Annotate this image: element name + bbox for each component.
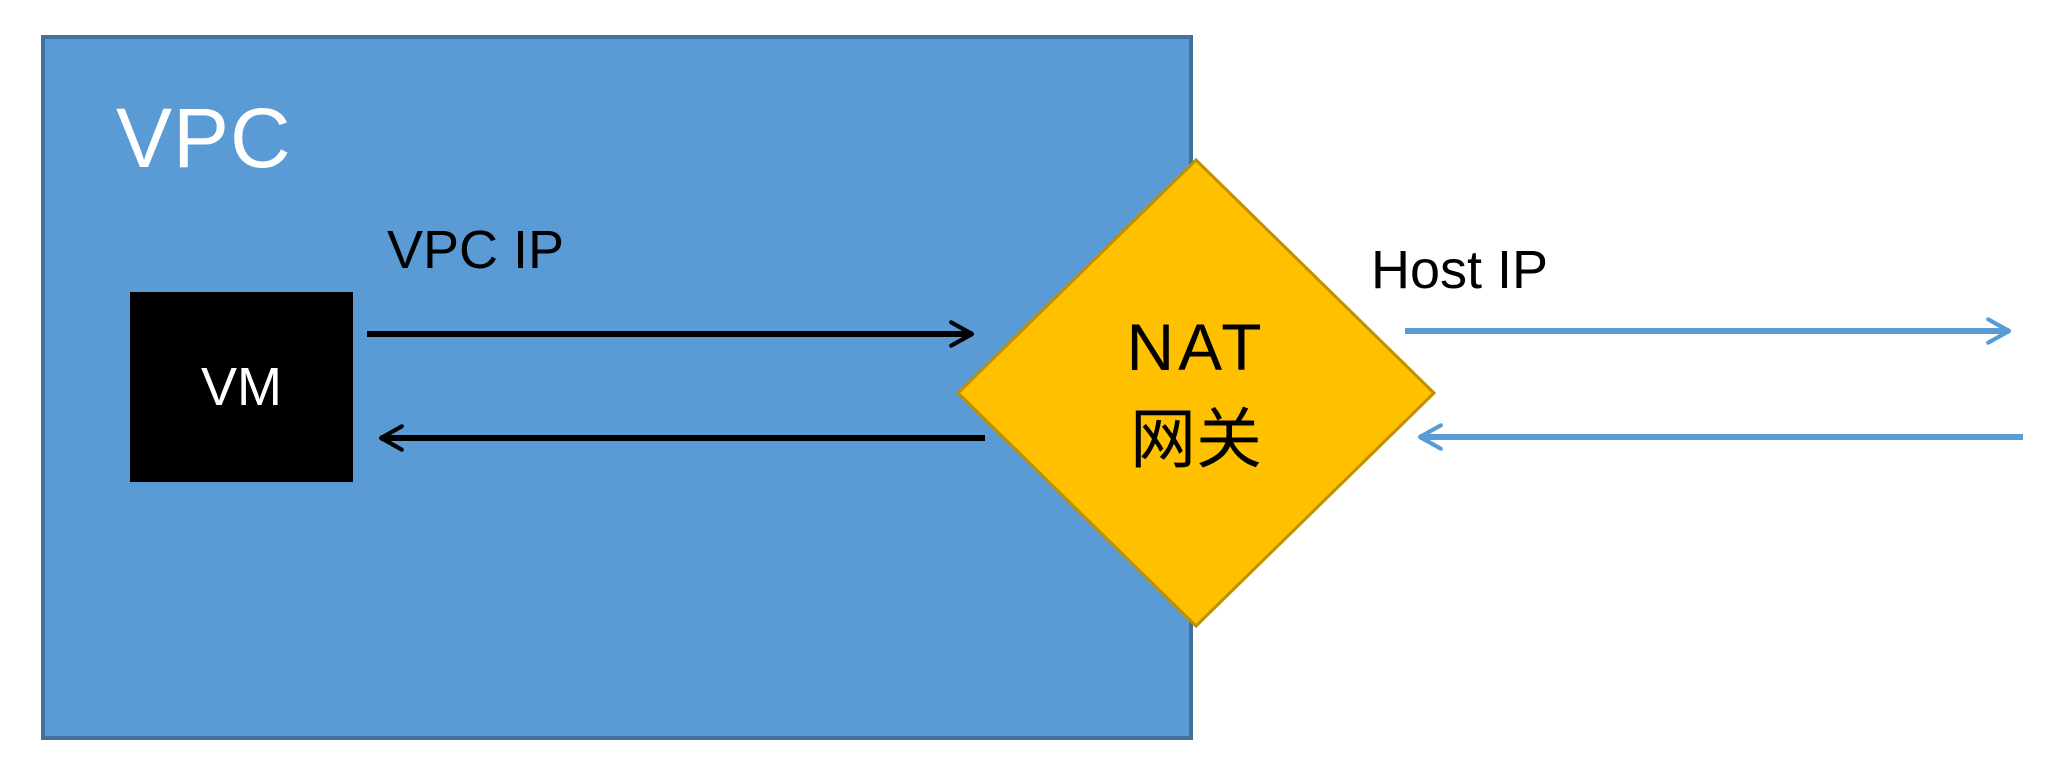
host-ip-flow-label: Host IP: [1371, 240, 1549, 300]
nat-gateway-label-line2: 网关: [1130, 402, 1262, 476]
vpc-ip-flow-label: VPC IP: [387, 220, 565, 280]
vm-node: VM: [130, 292, 353, 482]
vpc-title: VPC: [116, 91, 292, 185]
nat-gateway-diamond: [955, 157, 1437, 629]
nat-gateway-label: NAT 网关: [996, 243, 1396, 543]
vm-label: VM: [201, 357, 282, 417]
nat-gateway-label-line1: NAT: [1126, 309, 1266, 384]
